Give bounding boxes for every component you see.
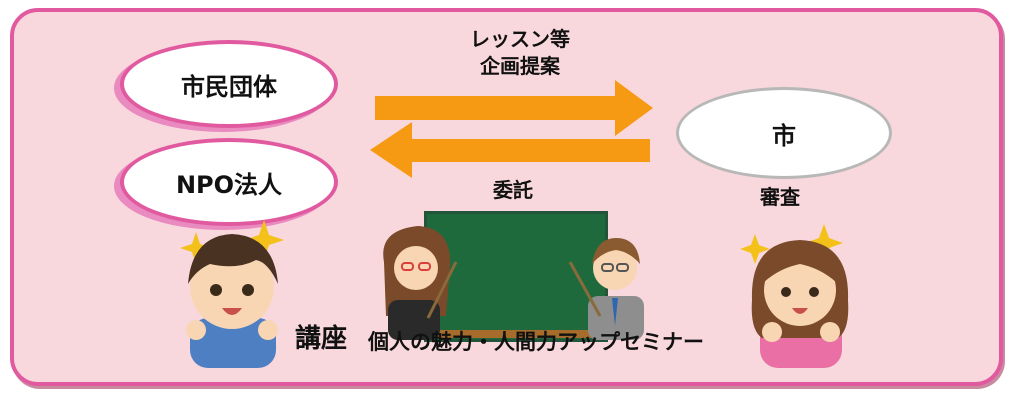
- review-label: 審査: [760, 185, 800, 209]
- male-teacher-figure: [568, 238, 644, 340]
- commission-arrow: [370, 122, 650, 178]
- citizen-group-node: 市民団体: [120, 40, 338, 128]
- blackboard-tray: [420, 330, 605, 338]
- citizen-group-label: 市民団体: [181, 72, 277, 101]
- proposal-arrow: [375, 80, 653, 136]
- blackboard: [424, 211, 608, 342]
- npo-node: NPO法人: [120, 138, 338, 226]
- girl-figure: [751, 240, 849, 368]
- city-node: 市: [676, 87, 892, 179]
- npo-label: NPO法人: [175, 170, 283, 199]
- course-heading: 講座: [294, 324, 347, 354]
- course-title: 個人の魅力・人間力アップセミナー: [368, 330, 704, 354]
- proposal-label: レッスン等 企画提案: [470, 27, 570, 78]
- sparkle-icon: [180, 220, 843, 264]
- commission-label: 委託: [493, 178, 533, 202]
- city-label: 市: [772, 121, 796, 150]
- female-teacher-figure: [383, 226, 458, 340]
- boy-figure: [186, 234, 278, 368]
